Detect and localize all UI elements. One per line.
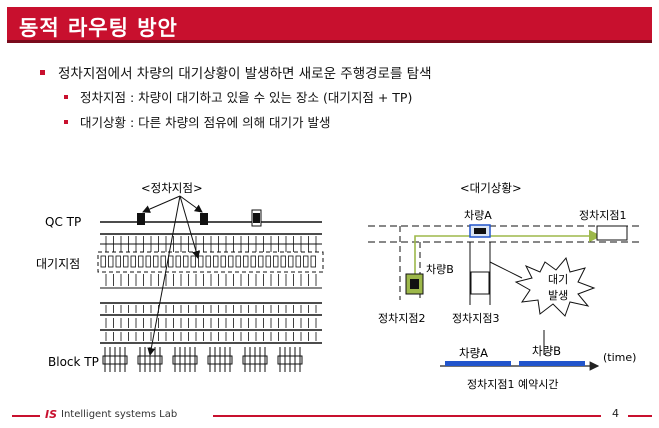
bullet-sub-1: 정차지점 : 차량이 대기하고 있을 수 있는 장소 (대기지점 + TP) [64,87,412,106]
lab-name: Intelligent systems Lab [61,409,178,420]
right-caption: <대기상황> [460,181,522,195]
block-tp-group [137,355,163,365]
timeline-caption: 정차지점1 예약시간 [467,377,558,391]
block-tp-group [277,355,303,365]
lane-arrows [105,236,317,341]
wait-slots [100,255,316,268]
wait-slot [198,255,204,268]
wait-slot [123,255,129,268]
wait-slot [205,255,211,268]
block-tp-group [102,355,128,365]
bullet-marker [40,70,45,75]
wait-slot [288,255,294,268]
footer-rule [628,415,652,417]
block-tp-slots [102,347,303,372]
timeline-bar-a [445,361,511,366]
stop-point-3 [470,271,490,295]
wait-slot [168,255,174,268]
qc-tp-vehicle [200,213,208,225]
stop-point-diagram: <정차지점> QC TP 대기지점 Block TP [36,181,324,372]
wait-slot [130,255,136,268]
wait-slot [235,255,241,268]
wait-area-box [97,251,324,273]
slide-title: 동적 라우팅 방안 [19,16,178,40]
block-tp-group [207,355,233,365]
qc-tp-label: QC TP [45,215,81,229]
timeline-a-label: 차량A [459,346,488,360]
wait-slot [220,255,226,268]
new-route [414,229,602,282]
wait-slot [228,255,234,268]
vehicle-a-label: 차량A [464,209,492,222]
stop-3-label: 정차지점3 [452,312,499,325]
wait-slot [258,255,264,268]
bullet-sub-2-text: 대기상황 : 다른 차량의 점유에 의해 대기가 발생 [80,115,331,130]
stop-2-label: 정차지점2 [378,312,425,325]
wait-slot [303,255,309,268]
wait-slot [108,255,114,268]
left-caption: <정차지점> [141,181,203,195]
footer-rule [12,415,40,417]
wait-slot [273,255,279,268]
lab-logo: IS [45,408,58,421]
wait-slot [138,255,144,268]
wait-slot [250,255,256,268]
bullet-sub-2: 대기상황 : 다른 차량의 점유에 의해 대기가 발생 [64,112,331,131]
bullet-marker [64,120,68,124]
wait-slot [160,255,166,268]
timeline-bar-b [519,361,585,366]
wait-slot [100,255,106,268]
wait-point-label: 대기지점 [36,257,80,271]
footer-rule [213,415,601,417]
vehicle-b-label: 차량B [426,263,454,276]
title-bar: 동적 라우팅 방안 [7,7,652,43]
wait-slot [145,255,151,268]
bullet-marker [64,95,68,99]
time-label: (time) [603,351,636,364]
waiting-situation-diagram: <대기상황> 차량A 정차지점1 차량B 정차지점2 정차지점3 대기 발생 [368,181,640,391]
burst-text-2: 발생 [548,289,568,302]
wait-slot [265,255,271,268]
wait-slot [213,255,219,268]
wait-slot [310,255,316,268]
block-tp-label: Block TP [48,355,99,369]
timeline-b-label: 차량B [532,344,561,358]
wait-slot [153,255,159,268]
wait-slot [243,255,249,268]
wait-occurrence-burst [514,256,596,317]
bullet-main: 정차지점에서 차량의 대기상황이 발생하면 새로운 주행경로를 탐색 [40,62,432,82]
qc-tp-markers [137,209,262,227]
stop-1-label: 정차지점1 [579,209,626,222]
bullet-sub-1-text: 정차지점 : 차량이 대기하고 있을 수 있는 장소 (대기지점 + TP) [80,90,413,105]
wait-slot [175,255,181,268]
bullet-main-text: 정차지점에서 차량의 대기상황이 발생하면 새로운 주행경로를 탐색 [58,66,432,82]
wait-slot [280,255,286,268]
wait-slot [183,255,189,268]
wait-slot [190,255,196,268]
qc-tp-vehicle [137,213,145,225]
footer: IS Intelligent systems Lab 4 [0,405,659,425]
block-tp-group [172,355,198,365]
stop-point-1 [596,225,628,241]
burst-text-1: 대기 [548,273,568,286]
wait-slot [115,255,121,268]
wait-slot [295,255,301,268]
block-tp-group [242,355,268,365]
page-number: 4 [612,407,619,420]
